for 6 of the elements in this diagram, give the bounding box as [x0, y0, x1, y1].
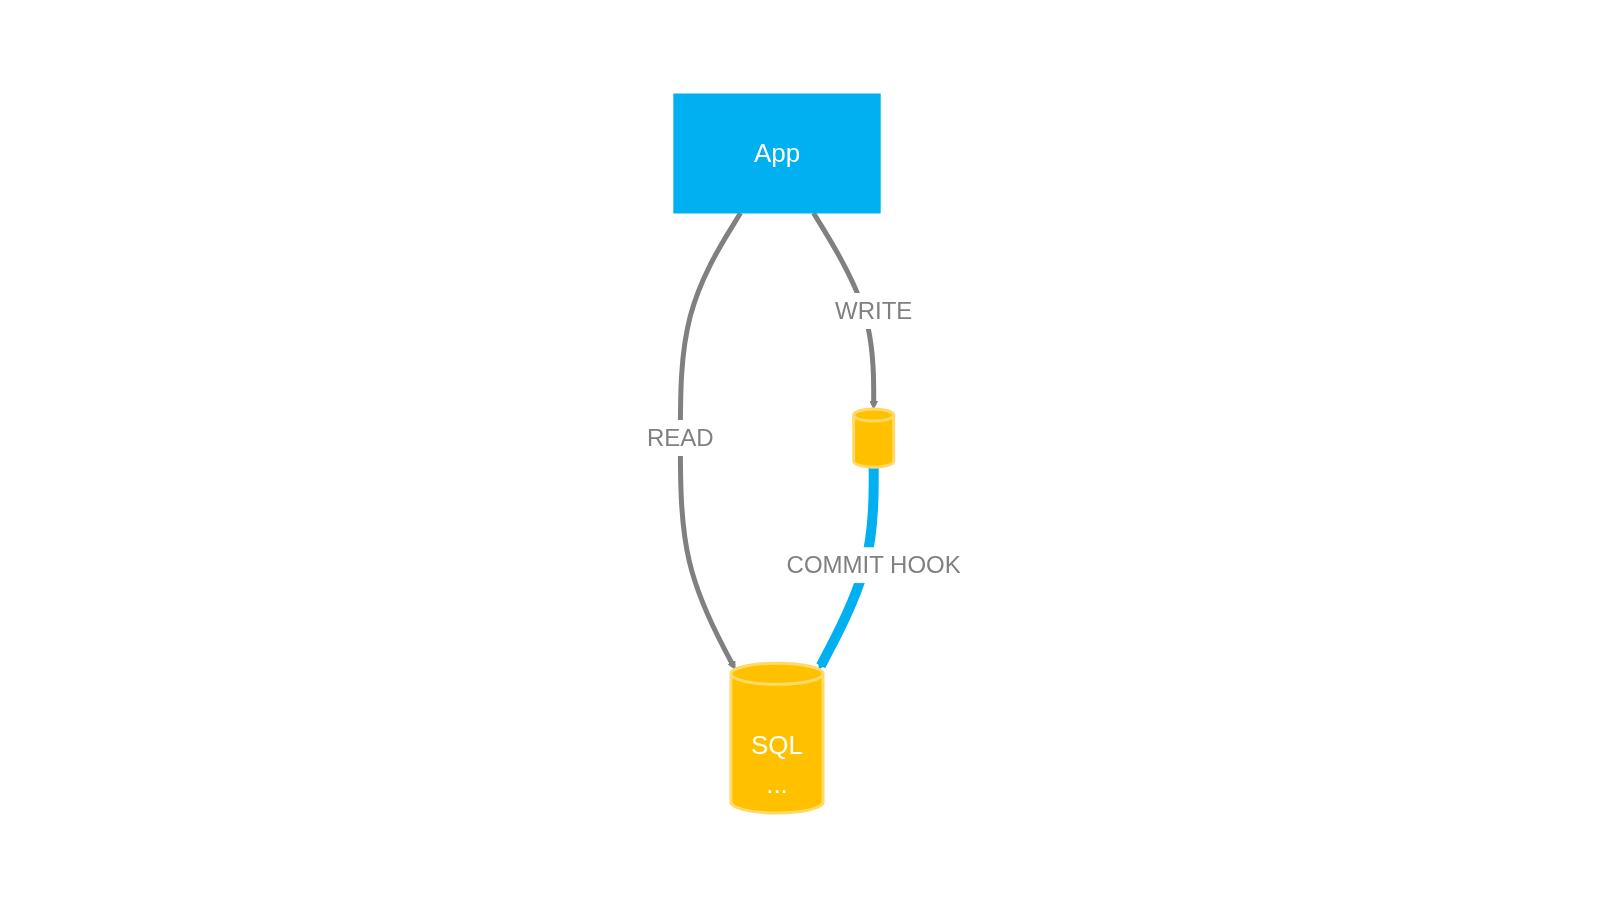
node-box: App [673, 93, 881, 213]
edge-label: COMMIT HOOK [786, 550, 961, 578]
edge-label: WRITE [835, 296, 913, 324]
arrow [677, 211, 743, 670]
node-cylinder [852, 407, 896, 469]
edge-label: READ [647, 423, 714, 451]
